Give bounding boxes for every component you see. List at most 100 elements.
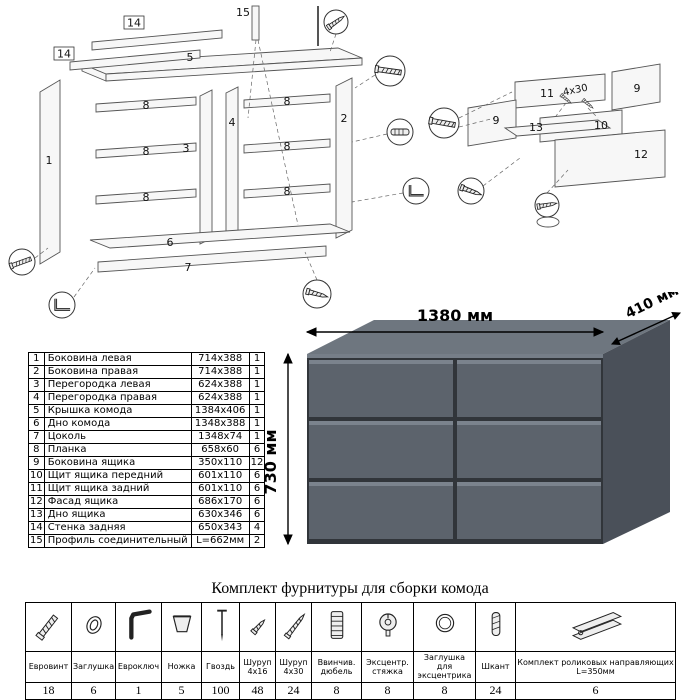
part-name: Профиль соединительный: [43, 534, 192, 548]
part-num: 1: [28, 352, 45, 366]
part-num: 2: [28, 365, 45, 379]
part-num: 10: [28, 469, 45, 483]
part-name: Перегородка левая: [43, 378, 192, 392]
part-name: Крышка комода: [43, 404, 192, 418]
hardware-name: Шуруп 4x16: [239, 651, 276, 683]
hardware-qty: 6: [515, 681, 676, 700]
part-name: Дно ящика: [43, 508, 192, 522]
hardware-name: Ножка: [161, 651, 202, 683]
part-label-4: 4: [229, 116, 236, 129]
part-label-6: 6: [167, 236, 174, 249]
hex-key-icon: [128, 609, 152, 640]
hardware-qty: 8: [311, 681, 362, 700]
wooden-dowel-icon: [491, 612, 501, 637]
screw-in-dowel-icon: [330, 611, 343, 639]
hardware-qty: 1: [115, 681, 162, 700]
part-number-labels: 14 14 15 5 1 3 4 2 8 8 8 8 8 8 6 7 11 9 …: [46, 6, 649, 274]
part-label-3: 3: [183, 142, 190, 155]
part-label-13: 13: [529, 121, 543, 134]
screw-4x30-icon: [283, 613, 306, 640]
part-label-8: 8: [143, 191, 150, 204]
part-size: 650x343: [190, 521, 250, 535]
part-label-8: 8: [143, 145, 150, 158]
part-label-11: 11: [540, 87, 554, 100]
part-label-14: 14: [127, 17, 141, 30]
hardware-qty: 24: [275, 681, 312, 700]
hardware-qty: 48: [239, 681, 276, 700]
part-size: 1348x74: [190, 430, 250, 444]
exploded-view-diagram: 14 14 15 5 1 3 4 2 8 8 8 8 8 8 6 7 11 9 …: [8, 5, 666, 319]
hardware-qty: 24: [475, 681, 516, 700]
part-label-8: 8: [284, 95, 291, 108]
dresser-render: 1380 мм 410 мм 730 мм: [250, 283, 695, 578]
part-label-12: 12: [634, 148, 648, 161]
part-name: Фасад ящика: [43, 495, 192, 509]
hardware-qty-row: 18 6 1 5 100 48 24 8 8 8 24 6: [25, 681, 676, 700]
drawer-front: [457, 482, 601, 539]
hardware-name: Шуруп 4x30: [275, 651, 312, 683]
hardware-name: Заглушка: [71, 651, 116, 683]
part-size: L=662мм: [190, 534, 250, 548]
drawer-front: [309, 421, 453, 478]
hardware-name: Заглушка для эксцентрика: [413, 651, 476, 683]
dresser-body: [307, 320, 670, 544]
confirmat-screw-icon: [34, 614, 58, 641]
width-dimension: 1380 мм: [305, 306, 605, 337]
part-size: 714x388: [190, 365, 250, 379]
part-label-9: 9: [634, 82, 641, 95]
hardware-qty: 5: [161, 681, 202, 700]
part-size: 1348x388: [190, 417, 250, 431]
part-num: 8: [28, 443, 45, 457]
part-label-5: 5: [187, 51, 194, 64]
hardware-name: Ввинчив. дюбель: [311, 651, 362, 683]
part-label-1: 1: [46, 154, 53, 167]
hardware-name: Евровинт: [25, 651, 72, 683]
screw-4x16-icon: [250, 618, 266, 636]
hardware-qty: 18: [25, 681, 72, 700]
drawer-front: [309, 360, 453, 417]
hardware-qty: 8: [413, 681, 476, 700]
part-num: 11: [28, 482, 45, 496]
part-size: 601x110: [190, 469, 250, 483]
hardware-name: Эксцентр. стяжка: [361, 651, 414, 683]
height-label: 730 мм: [261, 429, 280, 494]
part-num: 9: [28, 456, 45, 470]
part-label-10: 10: [594, 119, 608, 132]
drawer-slides-icon: [571, 612, 622, 640]
part-num: 6: [28, 417, 45, 431]
part-num: 15: [28, 534, 45, 548]
hardware-qty: 8: [361, 681, 414, 700]
part-num: 5: [28, 404, 45, 418]
leader-lines: [34, 33, 599, 298]
cam-lock-icon: [378, 613, 397, 637]
part-num: 7: [28, 430, 45, 444]
part-size: 686x170: [190, 495, 250, 509]
drawer-parts: [467, 63, 666, 228]
depth-label: 410 мм: [623, 292, 681, 322]
hardware-title: Комплект фурнитуры для сборки комода: [211, 580, 489, 597]
hardware-name-row: Евровинт Заглушка Евроключ Ножка Гвоздь …: [25, 651, 676, 683]
cap-icon: [85, 616, 102, 634]
part-qty: 12: [248, 456, 266, 470]
part-num: 14: [28, 521, 45, 535]
part-label-8: 8: [284, 140, 291, 153]
part-label-8: 8: [143, 99, 150, 112]
drawer-front: [457, 421, 601, 478]
height-dimension: 730 мм: [261, 352, 293, 546]
hardware-table: Евровинт Заглушка Евроключ Ножка Гвоздь …: [25, 602, 676, 700]
hardware-icon-row: [25, 602, 676, 652]
fastener-details: [8, 9, 595, 319]
part-size: 714x388: [190, 352, 250, 366]
